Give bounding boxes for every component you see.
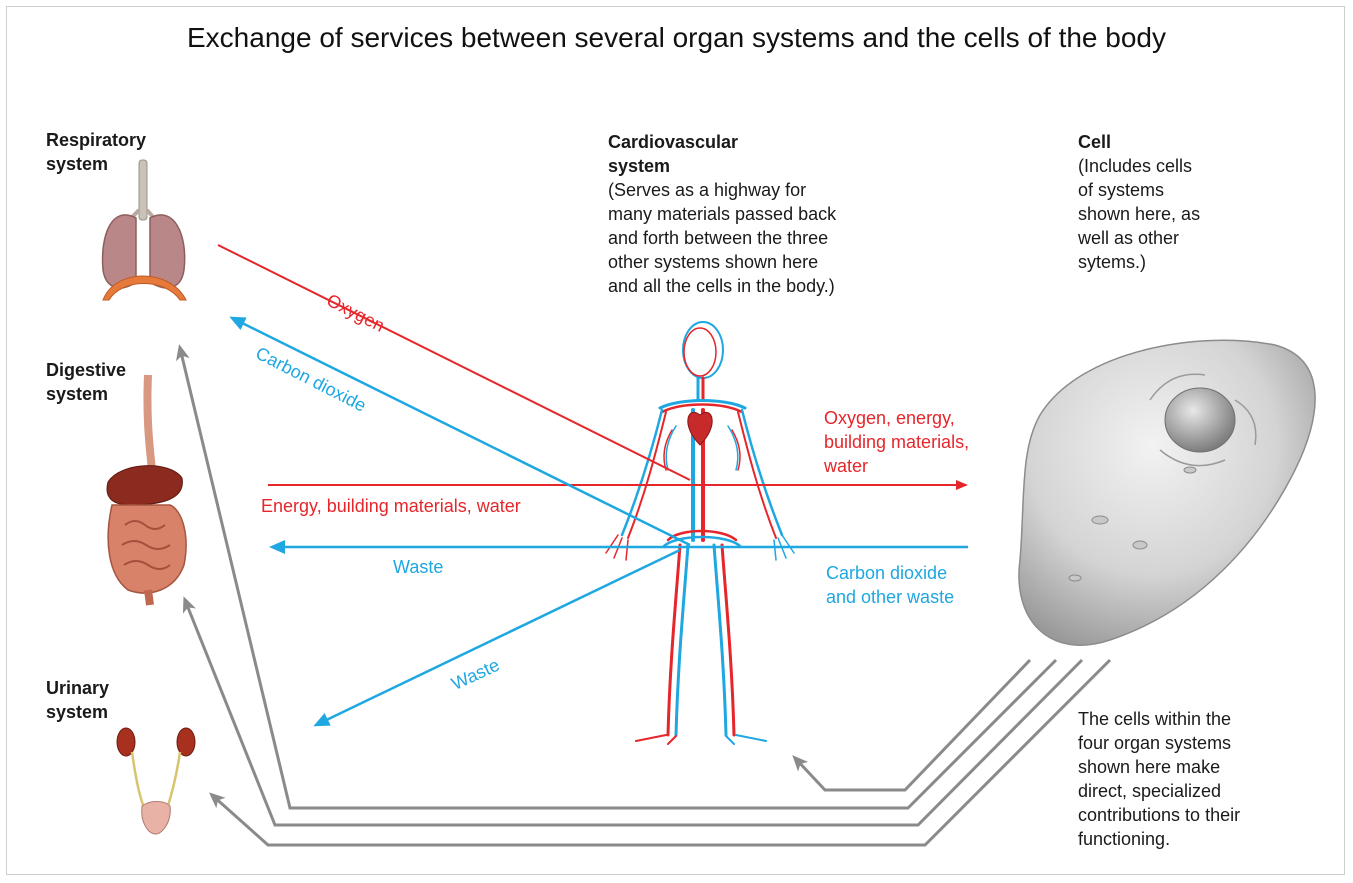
waste-horizontal-label: Waste [393,556,443,579]
waste-diagonal-arrow [316,550,680,725]
to-cell-label-line: building materials, [824,430,969,454]
contribution-arrow-digestive [185,600,1082,825]
from-cell-label-line: Carbon dioxide [826,561,954,585]
from-cell-label: Carbon dioxide and other waste [826,561,954,609]
cell-contribution-arrows [180,348,1110,845]
lungs-icon [103,160,186,300]
contribution-arrow-cardiovascular [795,660,1030,790]
cell-icon [1019,340,1315,645]
human-vascular-figure-icon [606,322,794,744]
digestive-tract-icon [107,375,186,605]
energy-building-label: Energy, building materials, water [261,495,521,518]
from-cell-label-line: and other waste [826,585,954,609]
to-cell-label-line: Oxygen, energy, [824,406,969,430]
kidneys-icon [117,728,195,834]
to-cell-label-line: water [824,454,969,478]
contribution-arrow-urinary [212,660,1110,845]
to-cell-label: Oxygen, energy, building materials, wate… [824,406,969,478]
